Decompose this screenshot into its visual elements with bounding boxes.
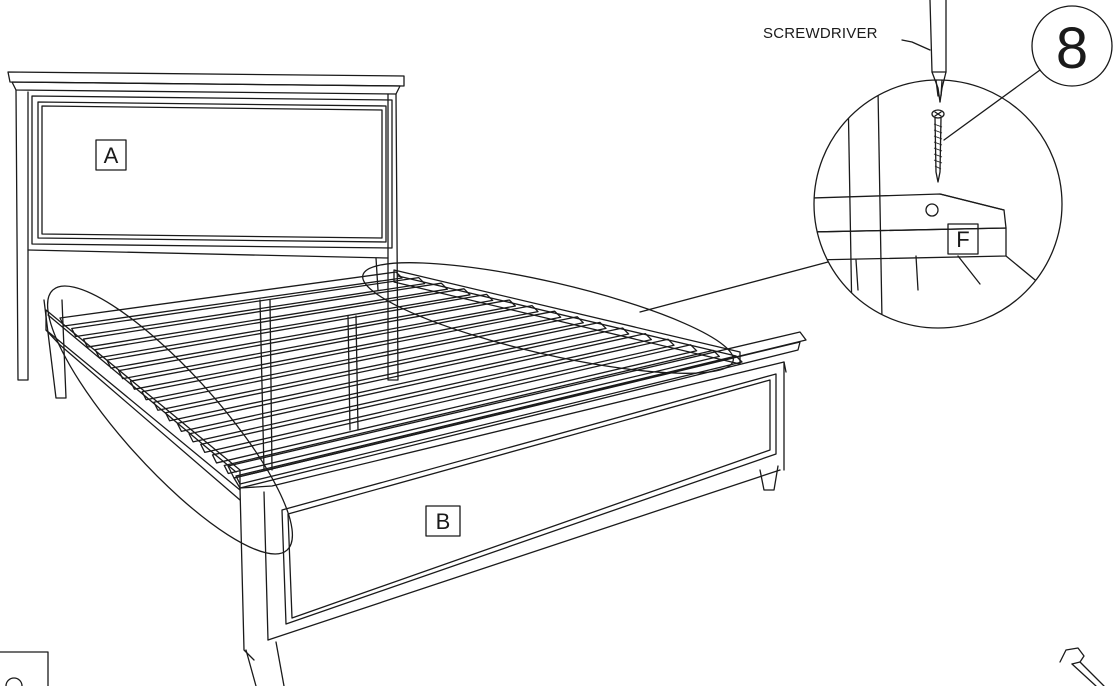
headboard (7, 71, 405, 399)
label-b-box: B (425, 505, 461, 537)
callout-ellipse-left (46, 285, 294, 555)
slat (82, 282, 448, 348)
label-b: B (436, 509, 451, 534)
slat (59, 271, 403, 327)
slat (106, 293, 494, 369)
side-rail-right (393, 269, 741, 365)
slats (59, 271, 743, 485)
slat (94, 288, 471, 359)
slat (153, 316, 584, 411)
slat (176, 327, 630, 432)
slat (188, 332, 652, 443)
detail-magnifier: F (813, 79, 1063, 329)
step-number-badge: 8 (1031, 5, 1113, 87)
slat (141, 310, 562, 401)
footboard (227, 331, 807, 686)
slat (235, 355, 743, 485)
slat (200, 338, 675, 454)
label-a-box: A (95, 139, 127, 171)
screw-leader (943, 69, 1041, 141)
step-number: 8 (1056, 16, 1088, 81)
label-screwdriver: SCREWDRIVER (763, 25, 878, 42)
slat (71, 276, 426, 338)
screw (931, 109, 945, 183)
slat (129, 304, 539, 390)
hardware-badge-icon (0, 651, 49, 686)
callout-ellipse-right (362, 262, 734, 374)
slat (211, 344, 698, 464)
slat (118, 299, 516, 380)
center-support (259, 299, 359, 471)
label-f: F (956, 227, 969, 252)
slat (223, 349, 720, 475)
screwdriver-icon (1059, 647, 1105, 686)
screwdriver-illustration (929, 0, 947, 103)
slat (164, 321, 607, 422)
label-a: A (104, 143, 119, 168)
callout-leader (639, 261, 829, 313)
screwdriver-leader (901, 39, 931, 51)
